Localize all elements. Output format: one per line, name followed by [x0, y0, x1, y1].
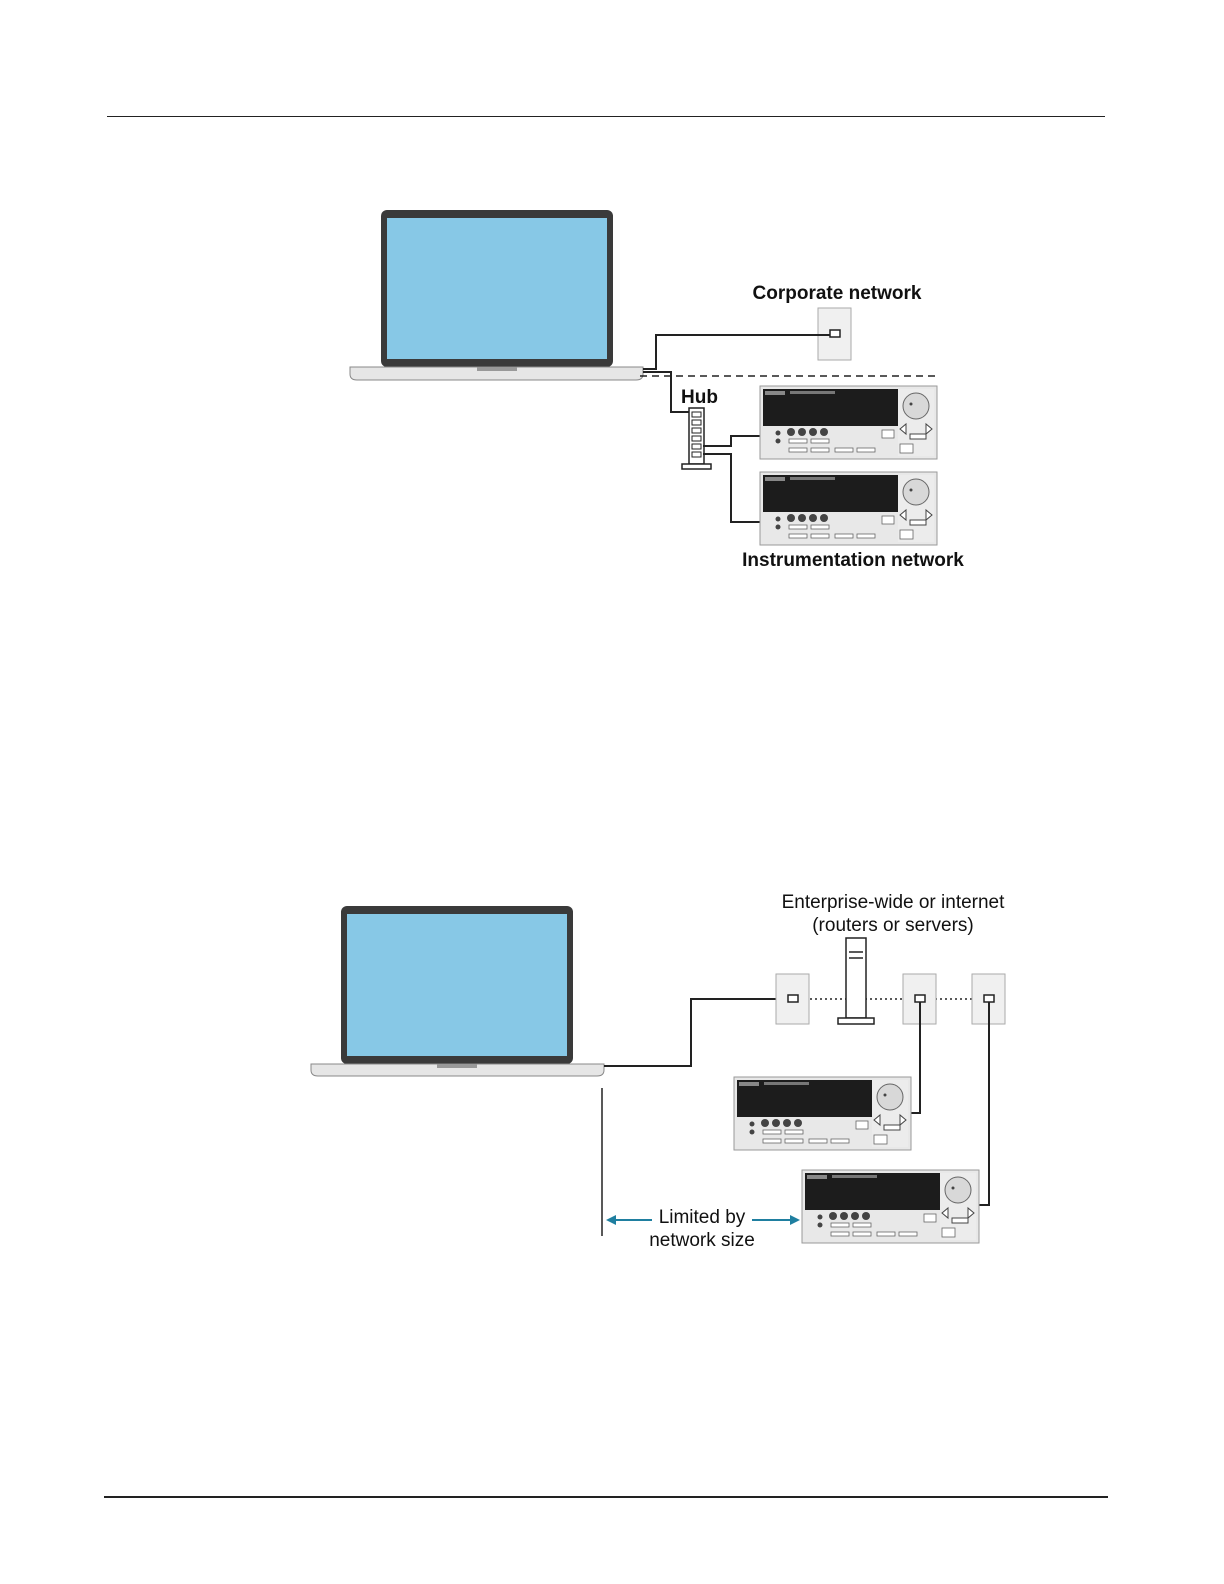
wall-port-icon	[776, 974, 809, 1024]
enterprise-network-diagram: Enterprise-wide or internet (routers or …	[0, 0, 1224, 1300]
laptop-icon	[311, 906, 604, 1076]
enterprise-label-line2: (routers or servers)	[812, 915, 974, 936]
limited-label-line2: network size	[649, 1230, 755, 1251]
laptop-cable	[604, 999, 790, 1066]
instrument-icon	[734, 1077, 911, 1150]
footer-rule	[104, 1496, 1108, 1498]
limited-label-line1: Limited by	[659, 1207, 746, 1228]
server-icon	[838, 938, 874, 1024]
instrument-icon	[802, 1170, 979, 1243]
enterprise-label-line1: Enterprise-wide or internet	[782, 892, 1006, 913]
